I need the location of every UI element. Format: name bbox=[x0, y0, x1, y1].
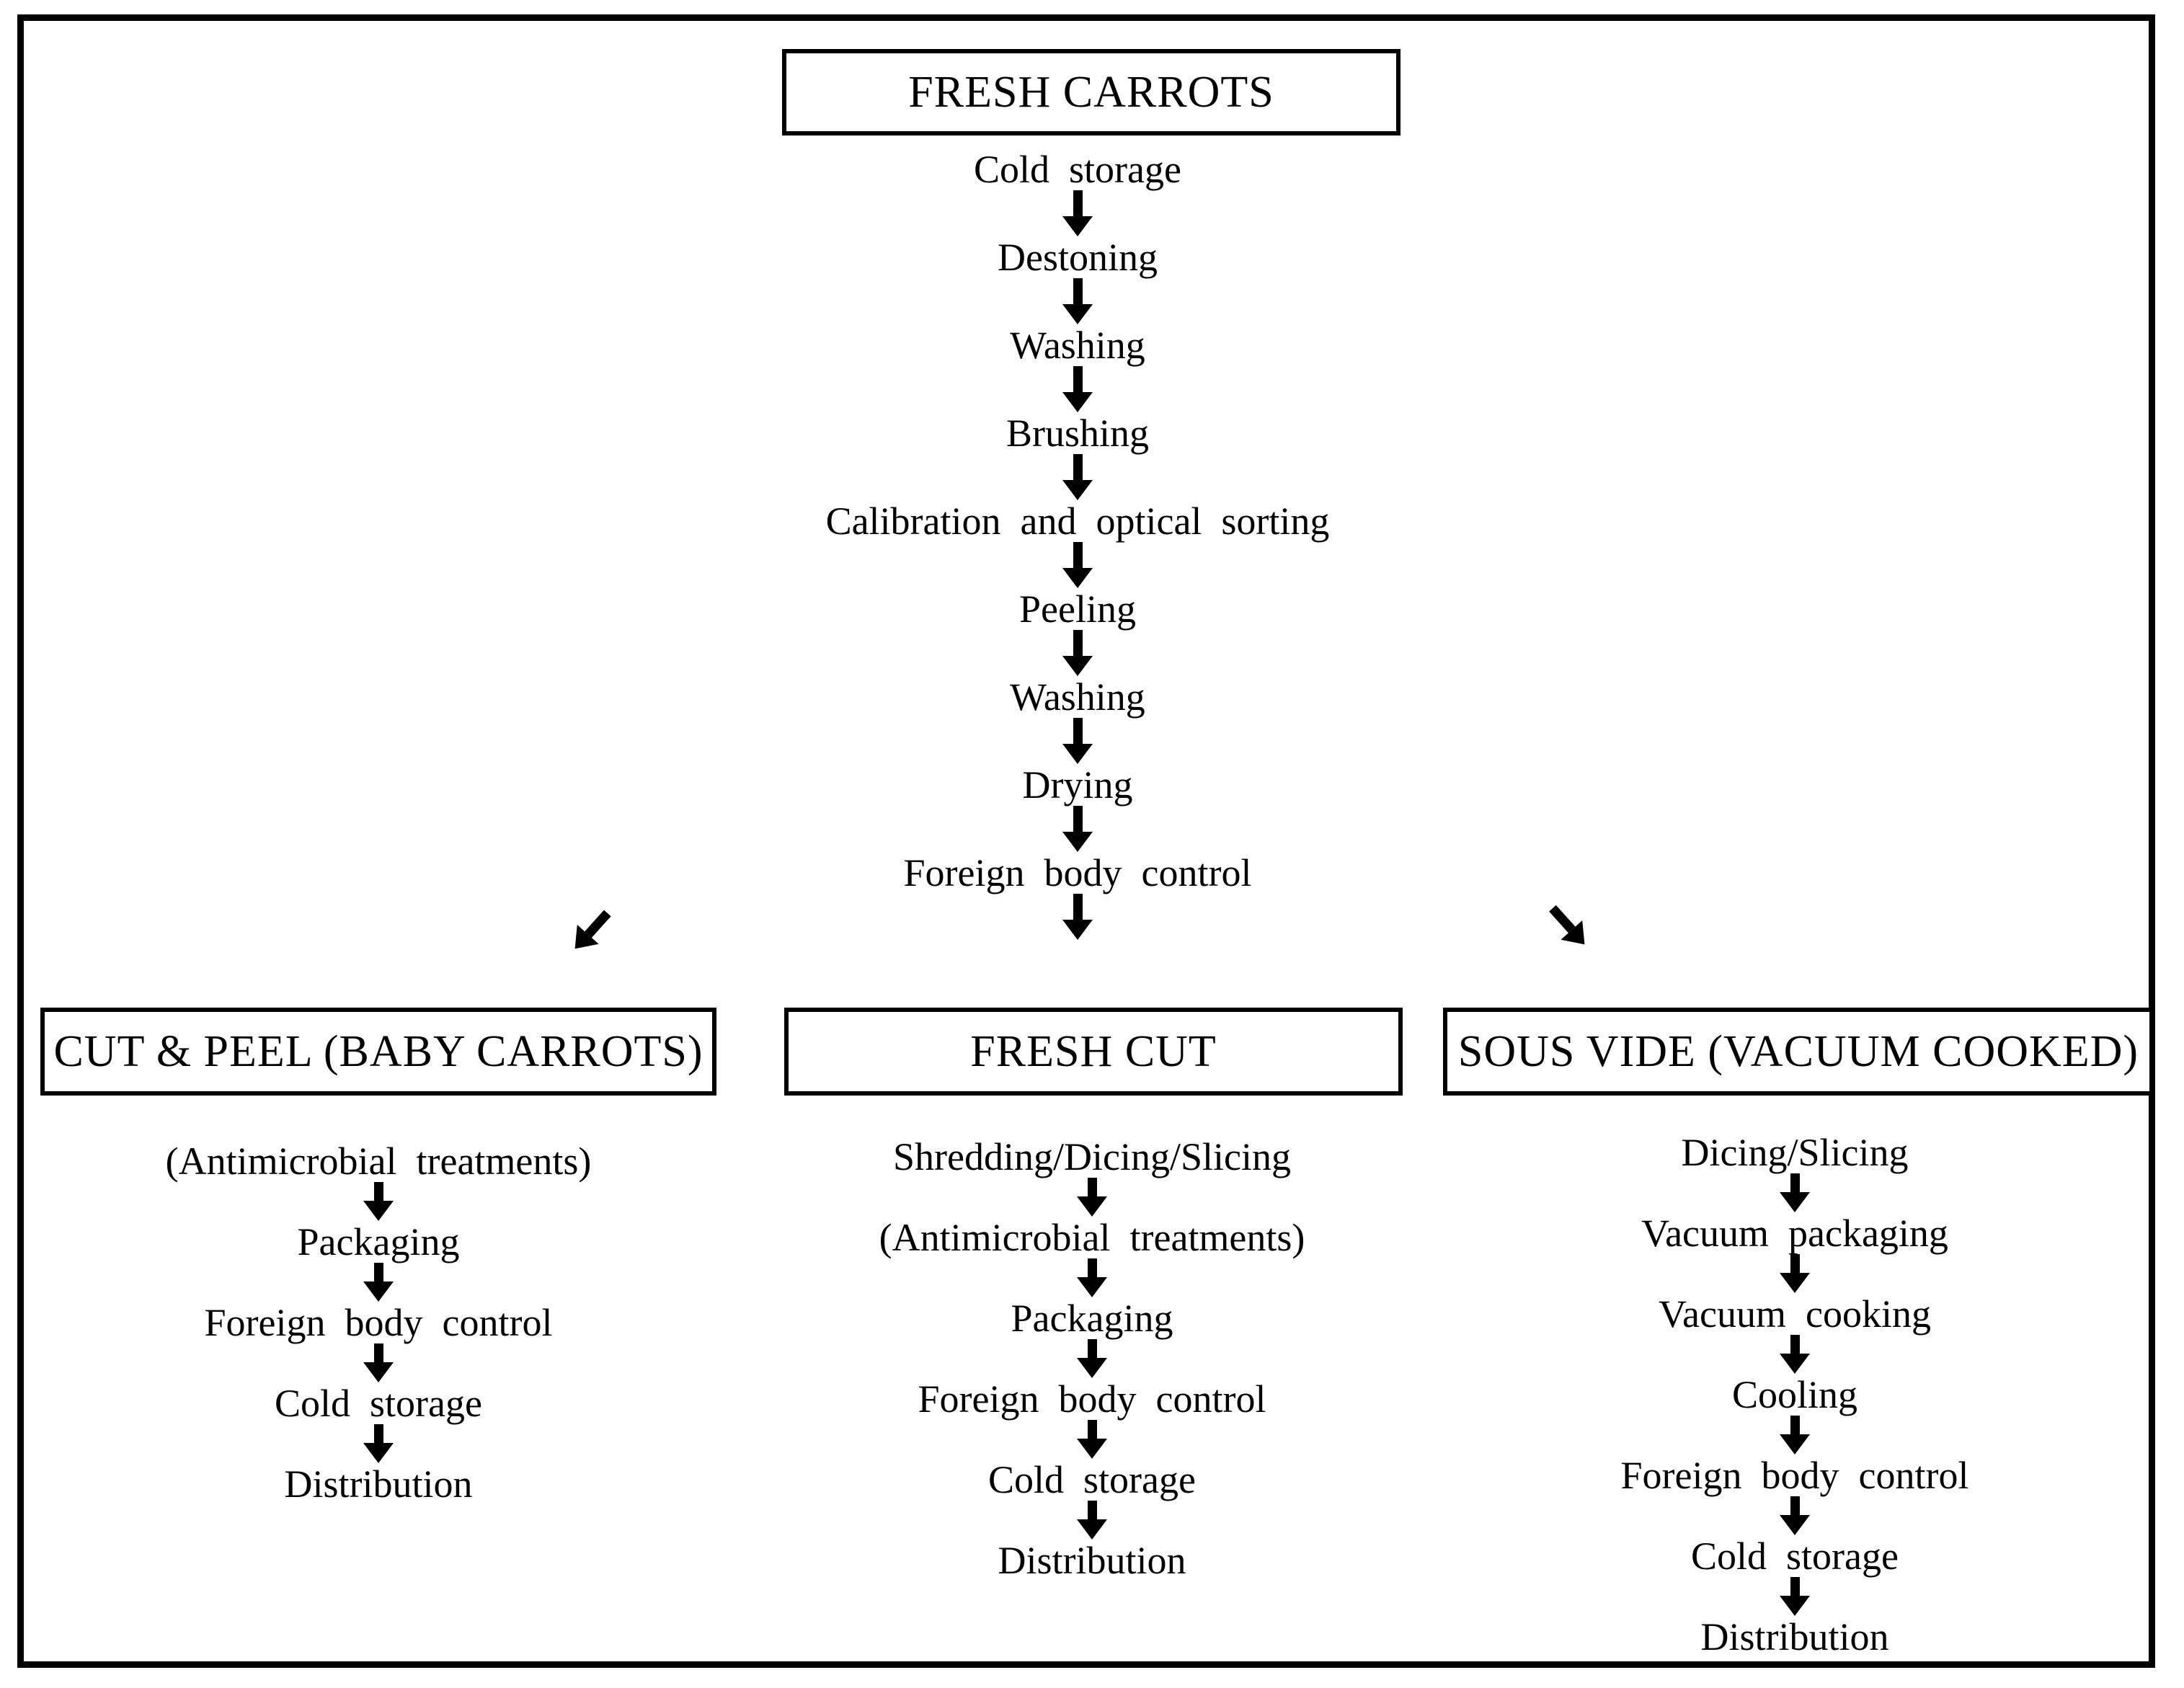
left-step-packaging: Packaging bbox=[297, 1220, 460, 1263]
arrow-down-icon bbox=[1062, 454, 1093, 500]
main-chain: Cold storage Destoning Washing Brushing … bbox=[753, 148, 1402, 940]
center-step-foreign-body-control: Foreign body control bbox=[918, 1377, 1266, 1421]
arrow-down-icon bbox=[1780, 1416, 1810, 1454]
right-step-vacuum-cooking: Vacuum cooking bbox=[1659, 1292, 1931, 1336]
node-fresh-cut-label: FRESH CUT bbox=[970, 1026, 1217, 1076]
right-step-foreign-body-control: Foreign body control bbox=[1620, 1454, 1969, 1497]
arrow-down-icon bbox=[1062, 366, 1093, 412]
diagram-border bbox=[17, 14, 2155, 1668]
left-step-cold-storage: Cold storage bbox=[275, 1382, 482, 1425]
node-sous-vide-vacuum-cooked: SOUS VIDE (VACUUM COOKED) bbox=[1443, 1008, 2154, 1096]
left-step-foreign-body-control: Foreign body control bbox=[204, 1301, 553, 1344]
main-step-calibration-optical-sorting: Calibration and optical sorting bbox=[825, 499, 1330, 543]
arrow-down-icon bbox=[363, 1182, 394, 1221]
arrow-down-icon bbox=[1062, 190, 1093, 236]
arrow-down-icon bbox=[363, 1263, 394, 1302]
main-step-brushing: Brushing bbox=[1006, 412, 1150, 455]
arrow-down-icon bbox=[1077, 1339, 1107, 1378]
main-step-washing-2: Washing bbox=[1010, 675, 1145, 719]
arrow-down-icon bbox=[1062, 894, 1093, 940]
node-cut-and-peel-label: CUT & PEEL (BABY CARROTS) bbox=[53, 1026, 703, 1076]
arrow-down-icon bbox=[1062, 718, 1093, 764]
main-step-destoning: Destoning bbox=[998, 236, 1158, 279]
cut-and-peel-chain: (Antimicrobial treatments) Packaging For… bbox=[90, 1140, 667, 1505]
arrow-down-icon bbox=[1780, 1335, 1810, 1374]
node-sous-vide-label: SOUS VIDE (VACUUM COOKED) bbox=[1457, 1026, 2139, 1076]
main-step-drying: Drying bbox=[1022, 763, 1133, 807]
arrow-down-icon bbox=[1077, 1420, 1107, 1459]
arrow-down-icon bbox=[1062, 806, 1093, 852]
node-fresh-carrots: FRESH CARROTS bbox=[782, 49, 1400, 136]
arrow-down-icon bbox=[1780, 1577, 1810, 1616]
center-step-distribution: Distribution bbox=[998, 1539, 1186, 1582]
sous-vide-chain: Dicing/Slicing Vacuum packaging Vacuum c… bbox=[1506, 1132, 2083, 1658]
left-step-antimicrobial-treatments: (Antimicrobial treatments) bbox=[165, 1140, 592, 1183]
node-cut-and-peel-baby-carrots: CUT & PEEL (BABY CARROTS) bbox=[40, 1008, 716, 1096]
main-step-washing-1: Washing bbox=[1010, 324, 1145, 367]
right-step-vacuum-packaging: Vacuum packaging bbox=[1641, 1212, 1948, 1255]
arrow-down-icon bbox=[1780, 1254, 1810, 1293]
arrow-down-icon bbox=[1077, 1258, 1107, 1297]
center-step-packaging: Packaging bbox=[1011, 1297, 1173, 1340]
fresh-cut-chain: Shredding/Dicing/Slicing (Antimicrobial … bbox=[804, 1136, 1380, 1581]
node-fresh-carrots-label: FRESH CARROTS bbox=[908, 67, 1274, 117]
center-step-antimicrobial-treatments: (Antimicrobial treatments) bbox=[879, 1216, 1305, 1259]
left-step-distribution: Distribution bbox=[284, 1462, 473, 1506]
right-step-cooling: Cooling bbox=[1731, 1373, 1858, 1416]
right-step-cold-storage: Cold storage bbox=[1691, 1534, 1899, 1578]
arrow-down-icon bbox=[1077, 1501, 1107, 1540]
main-step-foreign-body-control: Foreign body control bbox=[903, 851, 1252, 894]
right-step-distribution: Distribution bbox=[1700, 1615, 1889, 1658]
arrow-down-icon bbox=[363, 1343, 394, 1382]
arrow-down-icon bbox=[1062, 542, 1093, 588]
main-step-peeling: Peeling bbox=[1019, 587, 1136, 631]
arrow-down-icon bbox=[363, 1424, 394, 1463]
right-step-dicing-slicing: Dicing/Slicing bbox=[1681, 1131, 1909, 1174]
arrow-down-icon bbox=[1780, 1173, 1810, 1212]
center-step-shredding-dicing-slicing: Shredding/Dicing/Slicing bbox=[893, 1135, 1291, 1178]
main-step-cold-storage: Cold storage bbox=[974, 148, 1181, 191]
center-step-cold-storage: Cold storage bbox=[988, 1458, 1196, 1501]
arrow-down-icon bbox=[1077, 1178, 1107, 1217]
node-fresh-cut: FRESH CUT bbox=[784, 1008, 1403, 1096]
arrow-down-icon bbox=[1780, 1496, 1810, 1535]
arrow-down-icon bbox=[1062, 278, 1093, 324]
arrow-down-icon bbox=[1062, 630, 1093, 676]
